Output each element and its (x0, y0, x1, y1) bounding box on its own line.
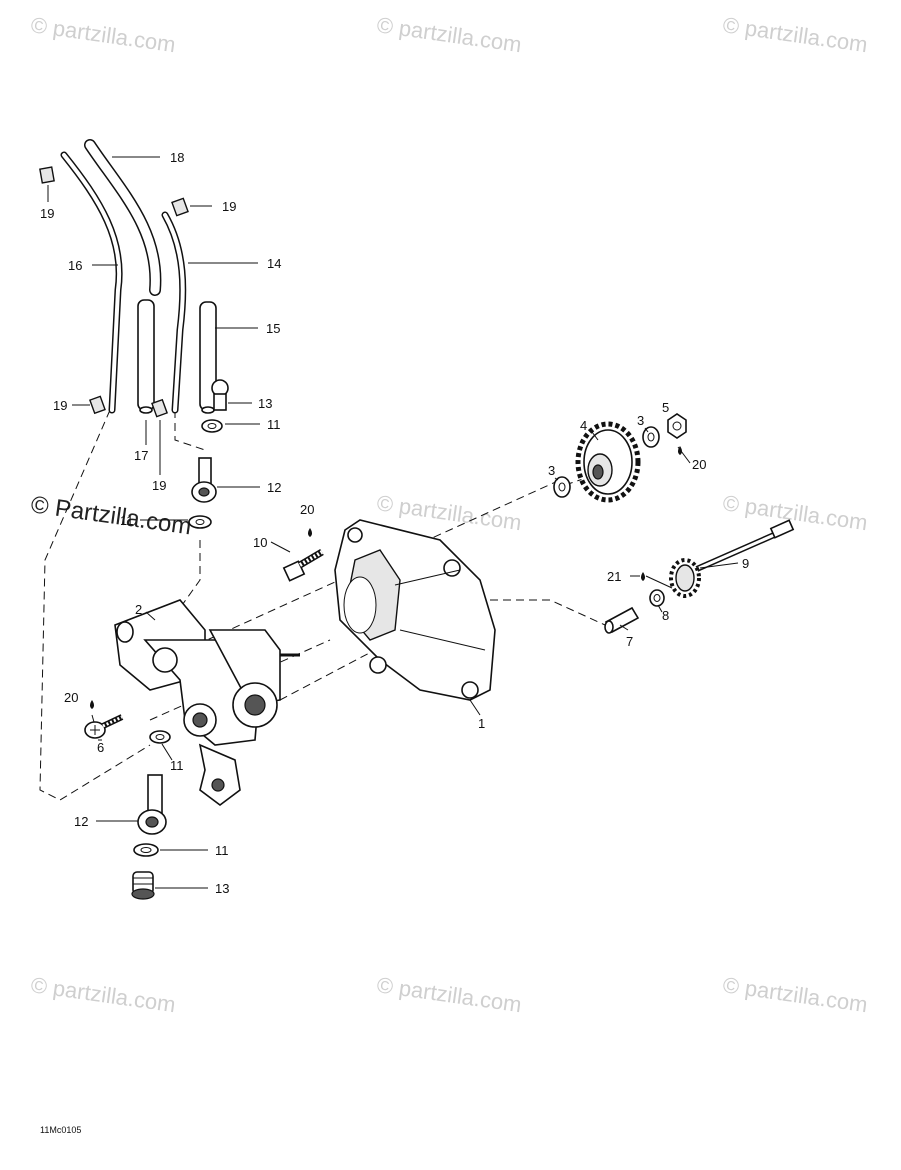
hose-17 (137, 299, 155, 411)
watermark: © partzilla.com (29, 972, 177, 1017)
callout-19: 19 (152, 478, 166, 493)
banjo-fitting-top (191, 379, 229, 503)
screw-6 (84, 714, 124, 739)
callout-12: 12 (267, 480, 281, 495)
callout-21: 21 (607, 569, 621, 584)
gear-4 (575, 421, 641, 503)
shaft-9 (669, 519, 795, 598)
clip-19 (39, 166, 55, 184)
watermark: © partzilla.com (721, 12, 869, 57)
callouts: 18 19 19 16 14 15 19 13 11 17 19 12 20 1… (40, 150, 749, 896)
callout-16: 16 (68, 258, 82, 273)
callout-10: 10 (253, 535, 267, 550)
callout-12: 12 (74, 814, 88, 829)
callout-11: 11 (267, 417, 281, 432)
sealant-drop (90, 700, 94, 709)
callout-17: 17 (134, 448, 148, 463)
callout-20: 20 (64, 690, 78, 705)
callout-19: 19 (40, 206, 54, 221)
callout-13: 13 (215, 881, 229, 896)
diagram-code: 11Mc0105 (40, 1125, 81, 1135)
callout-1: 1 (478, 716, 485, 731)
callout-7: 7 (626, 634, 633, 649)
callout-15: 15 (266, 321, 280, 336)
assembly-lines (39, 409, 606, 801)
leader-lines (47, 156, 739, 889)
callout-19: 19 (53, 398, 67, 413)
callout-11: 11 (120, 513, 134, 528)
callout-11: 11 (215, 843, 229, 858)
callout-20: 20 (692, 457, 706, 472)
pump-housing-cover (334, 519, 496, 701)
watermark: © partzilla.com (721, 972, 869, 1017)
callout-9: 9 (742, 556, 749, 571)
callout-19: 19 (222, 199, 236, 214)
clip-19 (171, 197, 189, 217)
callout-5: 5 (662, 400, 669, 415)
sealant-drop (641, 572, 645, 581)
callout-3: 3 (637, 413, 644, 428)
watermarks: © partzilla.com © partzilla.com © partzi… (29, 12, 869, 1017)
callout-11: 11 (170, 758, 184, 773)
callout-2: 2 (135, 602, 142, 617)
callout-14: 14 (267, 256, 281, 271)
hoses (60, 139, 217, 414)
callout-3: 3 (548, 463, 555, 478)
watermark: © partzilla.com (721, 490, 869, 535)
screw-10 (282, 548, 324, 582)
banjo-fitting-bottom (131, 774, 167, 900)
oil-pump-body (114, 599, 300, 806)
clip-19 (89, 395, 106, 415)
watermark-main: © Partzilla.com (29, 491, 193, 540)
clip-19 (151, 398, 168, 418)
watermark: © partzilla.com (29, 12, 177, 57)
pin-7 (604, 606, 640, 634)
watermark: © partzilla.com (375, 490, 523, 535)
watermark: © partzilla.com (375, 12, 523, 57)
callout-18: 18 (170, 150, 184, 165)
callout-8: 8 (662, 608, 669, 623)
callout-4: 4 (580, 418, 587, 433)
callout-6: 6 (97, 740, 104, 755)
callout-20: 20 (300, 502, 314, 517)
clips (39, 166, 189, 418)
callout-13: 13 (258, 396, 272, 411)
sealant-drop (308, 528, 312, 537)
watermark: © partzilla.com (375, 972, 523, 1017)
